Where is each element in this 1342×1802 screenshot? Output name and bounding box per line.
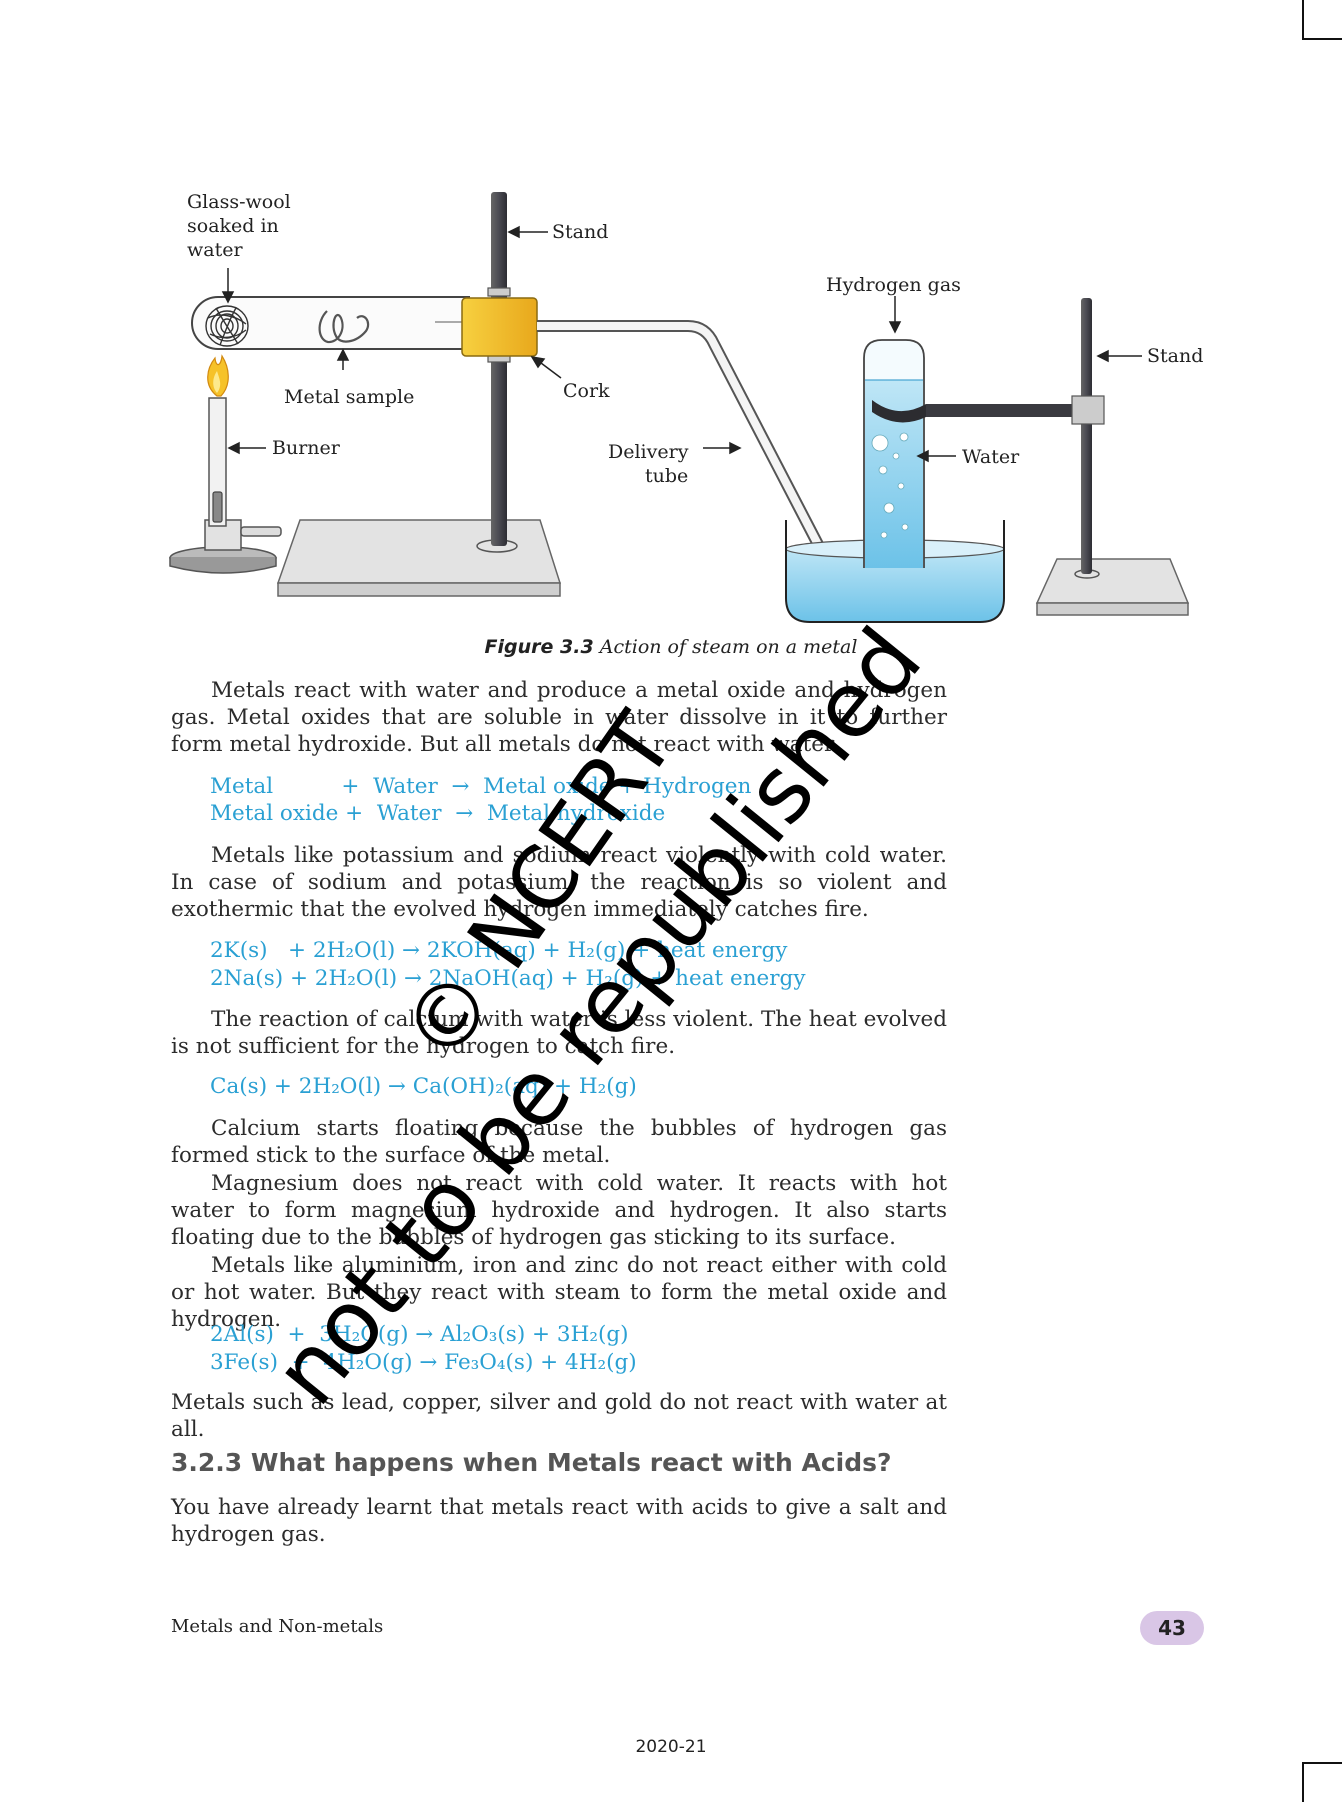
- label-delivery-tube-2: tube: [645, 465, 688, 487]
- label-hydrogen-gas: Hydrogen gas: [826, 274, 961, 296]
- label-delivery-tube-1: Delivery: [608, 441, 689, 463]
- page-number: 43: [1140, 1611, 1204, 1645]
- label-arrows: [221, 225, 1142, 463]
- crop-mark-bottom-right: [1302, 1762, 1342, 1802]
- label-stand-right: Stand: [1147, 345, 1203, 367]
- label-metal-sample: Metal sample: [284, 386, 414, 408]
- equation-sodium: 2Na(s) + 2H₂O(l) → 2NaOH(aq) + H₂(g) + h…: [210, 966, 806, 991]
- left-stand: [276, 192, 562, 597]
- label-glass-wool-2: soaked in: [187, 215, 279, 237]
- label-glass-wool-3: water: [187, 239, 243, 261]
- paragraph-no-reaction: Metals such as lead, copper, silver and …: [171, 1390, 947, 1442]
- steam-apparatus-diagram: Glass-wool soaked in water Stand Hydroge…: [169, 191, 1203, 623]
- chapter-name: Metals and Non-metals: [171, 1616, 384, 1637]
- label-stand-left: Stand: [552, 221, 608, 243]
- gas-jar: [863, 339, 925, 568]
- label-burner: Burner: [272, 437, 341, 459]
- edition-year: 2020-21: [635, 1737, 707, 1757]
- label-cork: Cork: [563, 380, 610, 402]
- burner: [169, 354, 282, 574]
- equation-metal-water-1: Metal + Water → Metal oxide + Hydrogen: [210, 774, 752, 799]
- paragraph-calcium: The reaction of calcium with water is le…: [171, 1007, 947, 1059]
- equation-metal-water-2: Metal oxide + Water → Metal hydroxide: [210, 801, 666, 826]
- equation-calcium: Ca(s) + 2H₂O(l) → Ca(OH)₂(aq) + H₂(g): [210, 1074, 637, 1099]
- figure-caption: Figure 3.3 Action of steam on a metal: [0, 636, 1342, 658]
- paragraph-acids: You have already learnt that metals reac…: [171, 1495, 947, 1547]
- section-heading-acids: 3.2.3 What happens when Metals react wit…: [171, 1448, 892, 1477]
- gas-bubbles: [871, 432, 909, 539]
- equation-potassium: 2K(s) + 2H₂O(l) → 2KOH(aq) + H₂(g) + hea…: [210, 938, 788, 963]
- figure-caption-text: Action of steam on a metal: [599, 636, 858, 658]
- metal-sample-coil: [318, 310, 370, 344]
- paragraph-calcium-floating: Calcium starts floating because the bubb…: [171, 1116, 947, 1168]
- equation-iron: 3Fe(s) + 4H₂O(g) → Fe₃O₄(s) + 4H₂(g): [210, 1350, 637, 1375]
- paragraph-potassium-sodium: Metals like potassium and sodium react v…: [171, 843, 947, 922]
- paragraph-metals-react-water: Metals react with water and produce a me…: [171, 678, 947, 757]
- glass-wool: [205, 305, 249, 347]
- equation-aluminium: 2Al(s) + 3H₂O(g) → Al₂O₃(s) + 3H₂(g): [210, 1322, 629, 1347]
- cork-and-clamp: [461, 287, 538, 363]
- label-water: Water: [962, 446, 1020, 468]
- crop-mark-top-right: [1302, 0, 1342, 40]
- right-stand: [872, 298, 1190, 616]
- paragraph-magnesium: Magnesium does not react with cold water…: [171, 1171, 947, 1250]
- test-tube: [191, 296, 470, 350]
- figure-number: Figure 3.3: [484, 636, 594, 658]
- label-glass-wool-1: Glass-wool: [187, 191, 291, 213]
- paragraph-aluminium-iron-zinc: Metals like aluminium, iron and zinc do …: [171, 1253, 947, 1332]
